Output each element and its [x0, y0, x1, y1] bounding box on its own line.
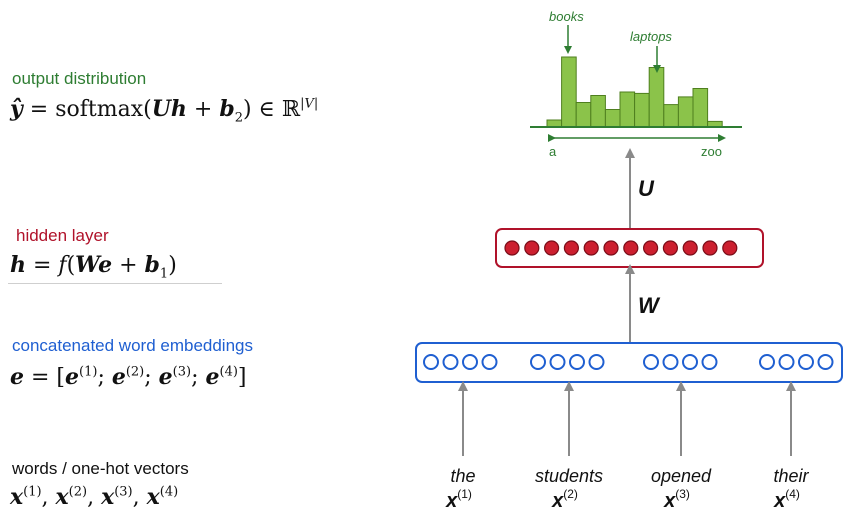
embedding-unit	[759, 354, 775, 370]
histogram-bar	[590, 95, 606, 128]
hidden-units	[504, 240, 738, 256]
word-vector-label: x(2)	[551, 487, 578, 512]
weight-W-label: W	[638, 293, 661, 318]
embedding-layer-box	[415, 342, 843, 383]
embedding-unit	[423, 354, 439, 370]
hidden-unit	[623, 240, 639, 256]
histogram-bar	[663, 104, 679, 128]
histogram-bar	[634, 92, 650, 128]
callout-laptops: laptops	[630, 29, 672, 44]
histogram-bar	[604, 109, 621, 128]
words-equation: x(1), x(2), x(3), x(4)	[10, 484, 179, 510]
hidden-unit	[583, 240, 599, 256]
histogram-bar	[546, 119, 563, 128]
hidden-unit	[662, 240, 679, 256]
word-label: their	[773, 466, 809, 486]
embeddings-equation: e = [e(1); e(2); e(3); e(4)]	[10, 364, 247, 390]
hidden-unit	[563, 240, 580, 256]
word-vector-label: x(4)	[773, 487, 800, 512]
embedding-unit	[662, 354, 679, 370]
embedding-unit	[778, 354, 795, 370]
histogram-bar	[677, 96, 694, 128]
callout-books: books	[549, 9, 584, 24]
word-label: opened	[651, 466, 712, 486]
words-title: words / one-hot vectors	[12, 459, 189, 478]
word-label: the	[450, 466, 475, 486]
embedding-unit	[530, 354, 546, 370]
embedding-unit	[588, 354, 605, 370]
histogram-bar	[619, 91, 636, 128]
hidden-unit	[702, 240, 718, 256]
embedding-unit	[817, 354, 834, 370]
histogram-bar	[575, 102, 592, 128]
hidden-unit	[543, 240, 560, 256]
word-vector-label: x(3)	[663, 487, 690, 512]
embedding-units	[423, 354, 834, 370]
hidden-unit	[682, 240, 698, 256]
embedding-unit	[701, 354, 718, 370]
embedding-unit	[569, 354, 585, 370]
hidden-layer-title: hidden layer	[16, 226, 109, 245]
hidden-equation: h = f(We + b1)	[10, 252, 177, 282]
embedding-unit	[442, 354, 459, 370]
hidden-unit	[722, 240, 738, 256]
embedding-unit	[549, 354, 566, 370]
embedding-unit	[798, 354, 814, 370]
embedding-unit	[643, 354, 659, 370]
embedding-unit	[481, 354, 498, 370]
output-equation: ŷ = softmax(Uh + b2) ∈ ℝ|V|	[10, 96, 319, 126]
histogram-bar	[561, 56, 577, 128]
axis-start-label: a	[549, 144, 557, 159]
embedding-unit	[462, 354, 478, 370]
output-distribution-title: output distribution	[12, 69, 147, 88]
axis-end-label: zoo	[701, 144, 722, 159]
hidden-unit	[504, 240, 520, 256]
embedding-unit	[682, 354, 698, 370]
hidden-unit	[642, 240, 659, 256]
hidden-unit	[524, 240, 540, 256]
word-vector-label: x(1)	[445, 487, 472, 512]
histogram-bar	[692, 88, 709, 128]
weight-U-label: U	[638, 176, 655, 201]
embeddings-title: concatenated word embeddings	[12, 336, 253, 355]
histogram-bars	[546, 56, 723, 128]
histogram-bar	[648, 67, 665, 128]
hidden-equation-underline	[8, 283, 222, 284]
hidden-unit	[603, 240, 619, 256]
word-label: students	[535, 466, 603, 486]
